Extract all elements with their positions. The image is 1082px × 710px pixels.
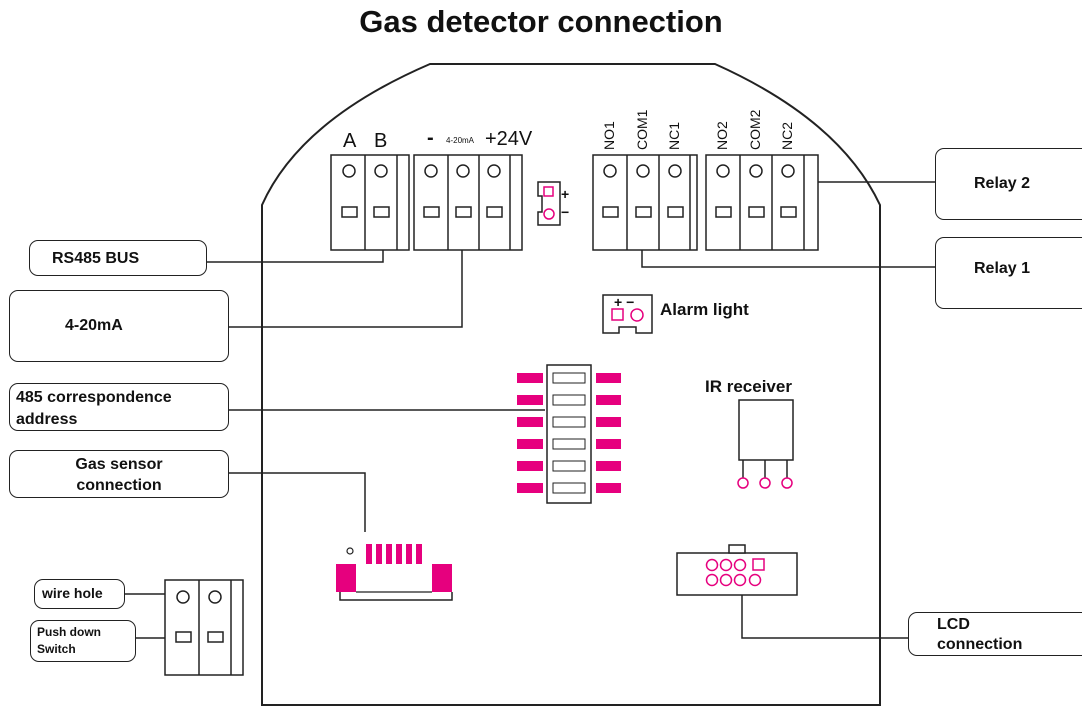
diagram-title: Gas detector connection bbox=[359, 4, 723, 39]
jumper-minus: − bbox=[561, 204, 570, 220]
callout-push-line1: Push down bbox=[37, 625, 101, 639]
terminal-legend-block bbox=[164, 579, 244, 676]
callout-wire-hole: wire hole bbox=[34, 579, 125, 609]
terminal-label-nc2: NC2 bbox=[779, 121, 795, 150]
terminal-label-b: B bbox=[374, 130, 388, 152]
callout-gas-line1: Gas sensor bbox=[75, 456, 163, 473]
callout-lcd-line2: connection bbox=[937, 636, 1023, 653]
callout-address-line1: 485 correspondence bbox=[16, 389, 172, 406]
callout-relay1-text: Relay 1 bbox=[974, 260, 1031, 277]
terminal-label-com2: COM2 bbox=[747, 109, 763, 150]
leader-gas bbox=[229, 472, 366, 532]
callout-relay-1: Relay 1 bbox=[935, 237, 1082, 309]
callout-gas-sensor: Gas sensor connection bbox=[9, 450, 229, 498]
ir-receiver bbox=[737, 399, 794, 489]
alarm-light-connector bbox=[602, 294, 653, 334]
terminal-label-com1: COM1 bbox=[634, 109, 650, 150]
terminal-label-24v: +24V bbox=[485, 128, 533, 150]
alarm-pm: + − bbox=[614, 294, 635, 310]
dip-switch bbox=[517, 364, 621, 504]
terminal-block-ab bbox=[330, 154, 410, 251]
callout-4-20ma-text: 4-20mA bbox=[65, 317, 123, 334]
power-jumper bbox=[537, 181, 561, 226]
callout-address-line2: address bbox=[16, 411, 78, 428]
callout-rs485-text: RS485 BUS bbox=[52, 250, 140, 267]
terminal-label-4-20ma: 4-20mA bbox=[446, 136, 475, 145]
terminal-block-relay2 bbox=[705, 154, 819, 251]
callout-push-line2: Switch bbox=[37, 642, 76, 656]
callout-gas-line2: connection bbox=[76, 477, 162, 494]
callout-485-address: 485 correspondence address bbox=[9, 383, 229, 431]
terminal-label-nc1: NC1 bbox=[666, 121, 682, 150]
terminal-block-relay1 bbox=[592, 154, 698, 251]
terminal-block-power bbox=[413, 154, 523, 251]
terminal-label-a: A bbox=[343, 130, 357, 152]
terminal-label-no1: NO1 bbox=[601, 121, 617, 150]
leader-4-20ma bbox=[229, 222, 463, 328]
lcd-connector bbox=[676, 544, 798, 596]
alarm-light-label: Alarm light bbox=[660, 300, 749, 319]
jumper-plus: + bbox=[561, 186, 570, 202]
callout-relay2-text: Relay 2 bbox=[974, 175, 1031, 192]
callout-lcd: LCD connection bbox=[908, 612, 1082, 656]
terminal-label-minus: - bbox=[427, 127, 434, 149]
ir-receiver-label: IR receiver bbox=[705, 377, 792, 396]
callout-relay-2: Relay 2 bbox=[935, 148, 1082, 220]
callout-push-switch: Push down Switch bbox=[30, 620, 136, 662]
leader-lcd bbox=[741, 595, 908, 639]
callout-4-20ma: 4-20mA bbox=[9, 290, 229, 362]
callout-wire-hole-text: wire hole bbox=[42, 585, 103, 601]
gas-sensor-connector bbox=[336, 544, 453, 601]
callout-lcd-line1: LCD bbox=[937, 616, 970, 633]
callout-rs485-bus: RS485 BUS bbox=[29, 240, 207, 276]
terminal-label-no2: NO2 bbox=[714, 121, 730, 150]
